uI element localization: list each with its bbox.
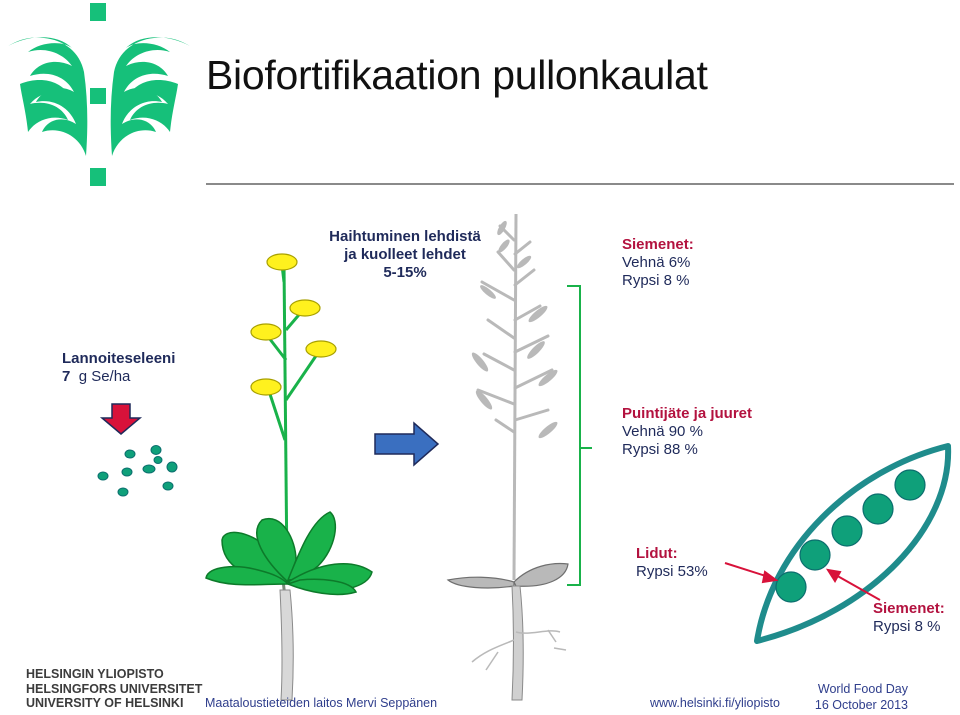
fertilizer-label: Lannoiteseleeni 7 g Se/ha [62, 350, 175, 386]
footer-event: World Food Day 16 October 2013 [808, 681, 908, 713]
fertilizer-pellets [97, 445, 178, 497]
rapeseed-plant-icon [205, 253, 373, 701]
evaporation-line2: ja kuolleet lehdet [344, 246, 466, 263]
university-name-sv: HELSINGFORS UNIVERSITET [26, 681, 203, 696]
bracket [567, 285, 592, 586]
title-divider [206, 183, 954, 185]
seeds-pod-line1: Rypsi 8 % [873, 618, 941, 635]
fertilizer-line2: 7 g Se/ha [62, 368, 175, 386]
pod-arrows [724, 562, 881, 601]
seeds-top-heading: Siemenet: [622, 236, 694, 253]
university-name-en: UNIVERSITY OF HELSINKI [26, 696, 184, 710]
university-name-fi: HELSINGIN YLIOPISTO [26, 667, 164, 681]
pod-walls-line1: Rypsi 53% [636, 563, 708, 580]
residue-line1: Vehnä 90 % [622, 423, 703, 440]
wheat-plant-icon [446, 213, 569, 701]
seeds-pod-heading: Siemenet: [873, 600, 945, 617]
seeds-top-line1: Vehnä 6% [622, 254, 691, 271]
university-wordmark: HELSINGIN YLIOPISTO HELSINGFORS UNIVERSI… [26, 667, 202, 711]
footer-department: Maataloustieteiden laitos Mervi Seppänen [205, 696, 438, 710]
footer-date: 16 October 2013 [814, 698, 908, 712]
seeds-top-label: Siemenet: Vehnä 6% Rypsi 8 % [622, 236, 694, 290]
fertilizer-line1: Lannoiteseleeni [62, 350, 176, 367]
blue-right-arrow-icon [374, 421, 440, 467]
residue-label: Puintijäte ja juuret Vehnä 90 % Rypsi 88… [622, 405, 752, 459]
evaporation-line3: 5-15% [383, 264, 427, 281]
red-down-arrow-icon [99, 403, 143, 435]
seeds-pod-label: Siemenet: Rypsi 8 % [873, 600, 945, 636]
university-logo-icon [8, 3, 190, 186]
page-title: Biofortifikaation pullonkaulat [206, 52, 708, 98]
fertilizer-unit: g Se/ha [78, 368, 131, 385]
evaporation-label: Haihtuminen lehdistä ja kuolleet lehdet … [300, 228, 510, 282]
pod-walls-heading: Lidut: [636, 545, 678, 562]
seeds-top-line2: Rypsi 8 % [622, 272, 690, 289]
pod-icon [754, 443, 952, 644]
residue-line2: Rypsi 88 % [622, 441, 698, 458]
pod-walls-label: Lidut: Rypsi 53% [636, 545, 708, 581]
residue-heading: Puintijäte ja juuret [622, 405, 753, 422]
footer-url[interactable]: www.helsinki.fi/yliopisto [650, 696, 780, 710]
evaporation-line1: Haihtuminen lehdistä [329, 228, 481, 245]
footer-event-name: World Food Day [817, 682, 908, 696]
fertilizer-value: 7 [62, 368, 71, 385]
